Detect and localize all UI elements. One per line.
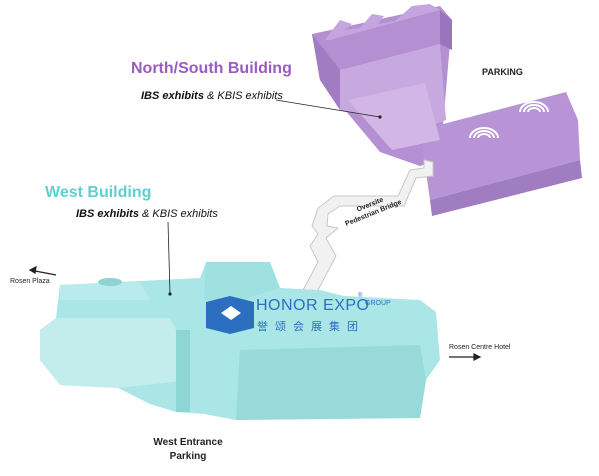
north-south-building [312, 4, 582, 216]
watermark-chinese: 誉颂会展集团 [257, 321, 365, 333]
spiral-ramp-icon [469, 101, 549, 139]
north-south-exhibits-ibs: IBS exhibits [141, 90, 204, 102]
north-south-exhibits: IBS exhibits & KBIS exhibits [141, 90, 283, 102]
west-parking-line1: West Entrance [153, 437, 223, 448]
watermark-registered: ® [358, 293, 363, 299]
north-south-building-title: North/South Building [131, 60, 292, 77]
west-building [40, 262, 440, 420]
rosen-centre-hotel-label: Rosen Centre Hotel [449, 344, 511, 351]
watermark-group: GROUP [365, 300, 391, 307]
watermark-brand: HONOR EXPO [256, 297, 369, 315]
west-exhibits-ibs: IBS exhibits [76, 208, 139, 220]
watermark-honor: HONOR [256, 297, 319, 314]
west-exhibits: IBS exhibits & KBIS exhibits [76, 208, 218, 220]
west-parking-line2: Parking [169, 451, 207, 462]
pedestrian-bridge [301, 159, 434, 297]
north-south-exhibits-kbis: & KBIS exhibits [203, 90, 283, 102]
west-exhibits-kbis: & KBIS exhibits [138, 208, 218, 220]
honor-expo-logo-mark [206, 296, 254, 334]
west-building-title: West Building [45, 184, 152, 201]
west-entrance-parking-label: West Entrance Parking [153, 436, 223, 464]
arrow-icon [28, 265, 482, 361]
parking-label: PARKING [482, 67, 523, 77]
watermark-expo: EXPO [323, 297, 370, 314]
rosen-plaza-label: Rosen Plaza [10, 278, 50, 285]
